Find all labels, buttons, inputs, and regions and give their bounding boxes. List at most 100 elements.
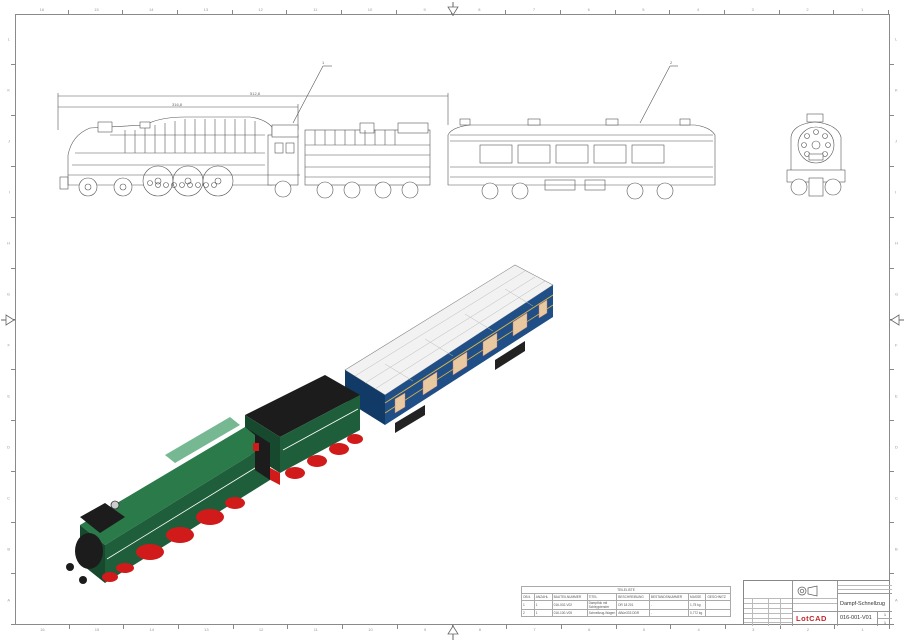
drawing-number: 016-001-V01 bbox=[840, 615, 872, 621]
zone-label: 5 bbox=[642, 627, 646, 632]
zone-cell: 15 bbox=[70, 625, 125, 639]
zone-label: 10 bbox=[368, 627, 373, 632]
zone-cell: 13 bbox=[179, 625, 234, 639]
zone-cell: L bbox=[0, 14, 15, 65]
balloon-2: 2 bbox=[670, 60, 673, 65]
dimension-overall: 512,8 bbox=[250, 91, 261, 96]
zone-cell: E bbox=[890, 370, 905, 422]
balloon-1: 1 bbox=[322, 60, 325, 65]
zone-label: 9 bbox=[424, 627, 427, 632]
isometric-render-view bbox=[66, 264, 554, 584]
zone-label: 15 bbox=[94, 627, 100, 632]
zone-cell: 5 bbox=[617, 625, 672, 639]
zone-label: 6 bbox=[587, 7, 590, 12]
zone-label: D bbox=[895, 444, 898, 450]
zone-cell: 16 bbox=[15, 0, 70, 14]
zone-cell: 4 bbox=[671, 625, 726, 639]
zone-cell: 16 bbox=[15, 625, 70, 639]
zone-label: 16 bbox=[39, 7, 45, 12]
parts-list-table: TEILELISTE OB.II. ANZAHL BAUTEILNUMMER T… bbox=[521, 586, 731, 617]
zone-cell: 9 bbox=[398, 625, 453, 639]
zone-label: 14 bbox=[148, 7, 154, 12]
zone-label: J bbox=[8, 138, 10, 144]
zone-label: F bbox=[7, 342, 10, 348]
dimension-locomotive: 316,8 bbox=[172, 102, 183, 107]
zone-label: 3 bbox=[751, 7, 754, 12]
row-stock: - bbox=[648, 609, 690, 617]
zone-cell: K bbox=[0, 65, 15, 116]
zone-label: I bbox=[895, 189, 897, 195]
zone-label: G bbox=[6, 291, 10, 297]
zone-label: 13 bbox=[203, 7, 209, 12]
zone-label: H bbox=[895, 240, 898, 246]
zone-label: A bbox=[7, 597, 10, 603]
revision-grid bbox=[744, 581, 792, 626]
zone-cell: F bbox=[890, 320, 905, 371]
zone-label: 11 bbox=[313, 627, 318, 632]
drawing-name: Dampf-Schnellzug bbox=[840, 601, 885, 607]
zone-cell: 11 bbox=[288, 625, 343, 639]
zone-cell: J bbox=[890, 116, 905, 167]
zone-label: 15 bbox=[94, 7, 99, 12]
zone-label: 10 bbox=[367, 7, 373, 12]
center-mark-top-icon bbox=[447, 2, 459, 16]
zone-cell: 6 bbox=[562, 625, 617, 639]
zone-cell: 2 bbox=[781, 0, 836, 14]
zone-cell: D bbox=[890, 421, 905, 473]
row-desc: ABüe333 DDR bbox=[616, 609, 650, 617]
row-mass: 1,75 kg bbox=[688, 600, 707, 610]
zone-label: 1 bbox=[861, 627, 864, 632]
projection-symbol-icon bbox=[797, 585, 818, 597]
zone-label: A bbox=[895, 597, 898, 603]
zone-label: 2 bbox=[806, 627, 810, 632]
zone-label: 12 bbox=[258, 7, 263, 12]
row-cut bbox=[705, 609, 731, 617]
zone-label: C bbox=[895, 495, 898, 501]
zone-label: K bbox=[895, 87, 898, 93]
title-block-middle: LotCAD bbox=[792, 581, 838, 626]
zone-label: 4 bbox=[697, 627, 700, 632]
parts-list-header-row: OB.II. ANZAHL BAUTEILNUMMER TITEL BESCHR… bbox=[521, 593, 731, 601]
zone-cell: H bbox=[890, 218, 905, 269]
zone-label: B bbox=[7, 546, 10, 552]
zone-cell: 4 bbox=[671, 0, 726, 14]
zone-cell: A bbox=[890, 574, 905, 625]
zone-cell: C bbox=[0, 472, 15, 524]
title-block-right: Dampf-Schnellzug 016-001-V01 1 1 bbox=[837, 581, 892, 626]
zone-cell: H bbox=[0, 218, 15, 269]
zone-label: J bbox=[895, 138, 897, 144]
zone-cell: A bbox=[0, 574, 15, 625]
zone-cell: 3 bbox=[726, 625, 781, 639]
zone-cell: 2 bbox=[781, 625, 836, 639]
table-row: 2 1 016-100-V05 Schnellzug-Wagen ABüe333… bbox=[521, 609, 731, 617]
zone-cell: I bbox=[890, 167, 905, 218]
zone-label: K bbox=[7, 87, 10, 93]
zone-label: 7 bbox=[532, 7, 536, 12]
zone-cell: G bbox=[890, 269, 905, 320]
zone-label: B bbox=[895, 546, 898, 552]
zone-label: 8 bbox=[478, 627, 481, 632]
zone-cell: 8 bbox=[453, 0, 508, 14]
zone-cell: 1 bbox=[835, 0, 890, 14]
zone-label: I bbox=[8, 189, 10, 195]
zone-label: 7 bbox=[533, 627, 536, 632]
zone-cell: 1 bbox=[835, 625, 890, 639]
zone-label: 3 bbox=[752, 627, 755, 632]
row-stock: - bbox=[648, 600, 690, 610]
zone-cell: 15 bbox=[70, 0, 125, 14]
header-cut: GESCHNITZ bbox=[705, 593, 731, 601]
zone-label: 14 bbox=[149, 627, 154, 632]
zone-cell: 13 bbox=[179, 0, 234, 14]
row-mass: 0,772 kg bbox=[688, 609, 707, 617]
zone-cell: G bbox=[0, 269, 15, 320]
front-elevation-view bbox=[786, 113, 846, 197]
parts-list-caption: TEILELISTE bbox=[521, 586, 731, 594]
zone-cell: 12 bbox=[234, 0, 289, 14]
row-part: 016-100-V05 bbox=[551, 609, 588, 617]
zone-label: D bbox=[7, 444, 10, 450]
header-title: TITEL bbox=[586, 593, 618, 601]
